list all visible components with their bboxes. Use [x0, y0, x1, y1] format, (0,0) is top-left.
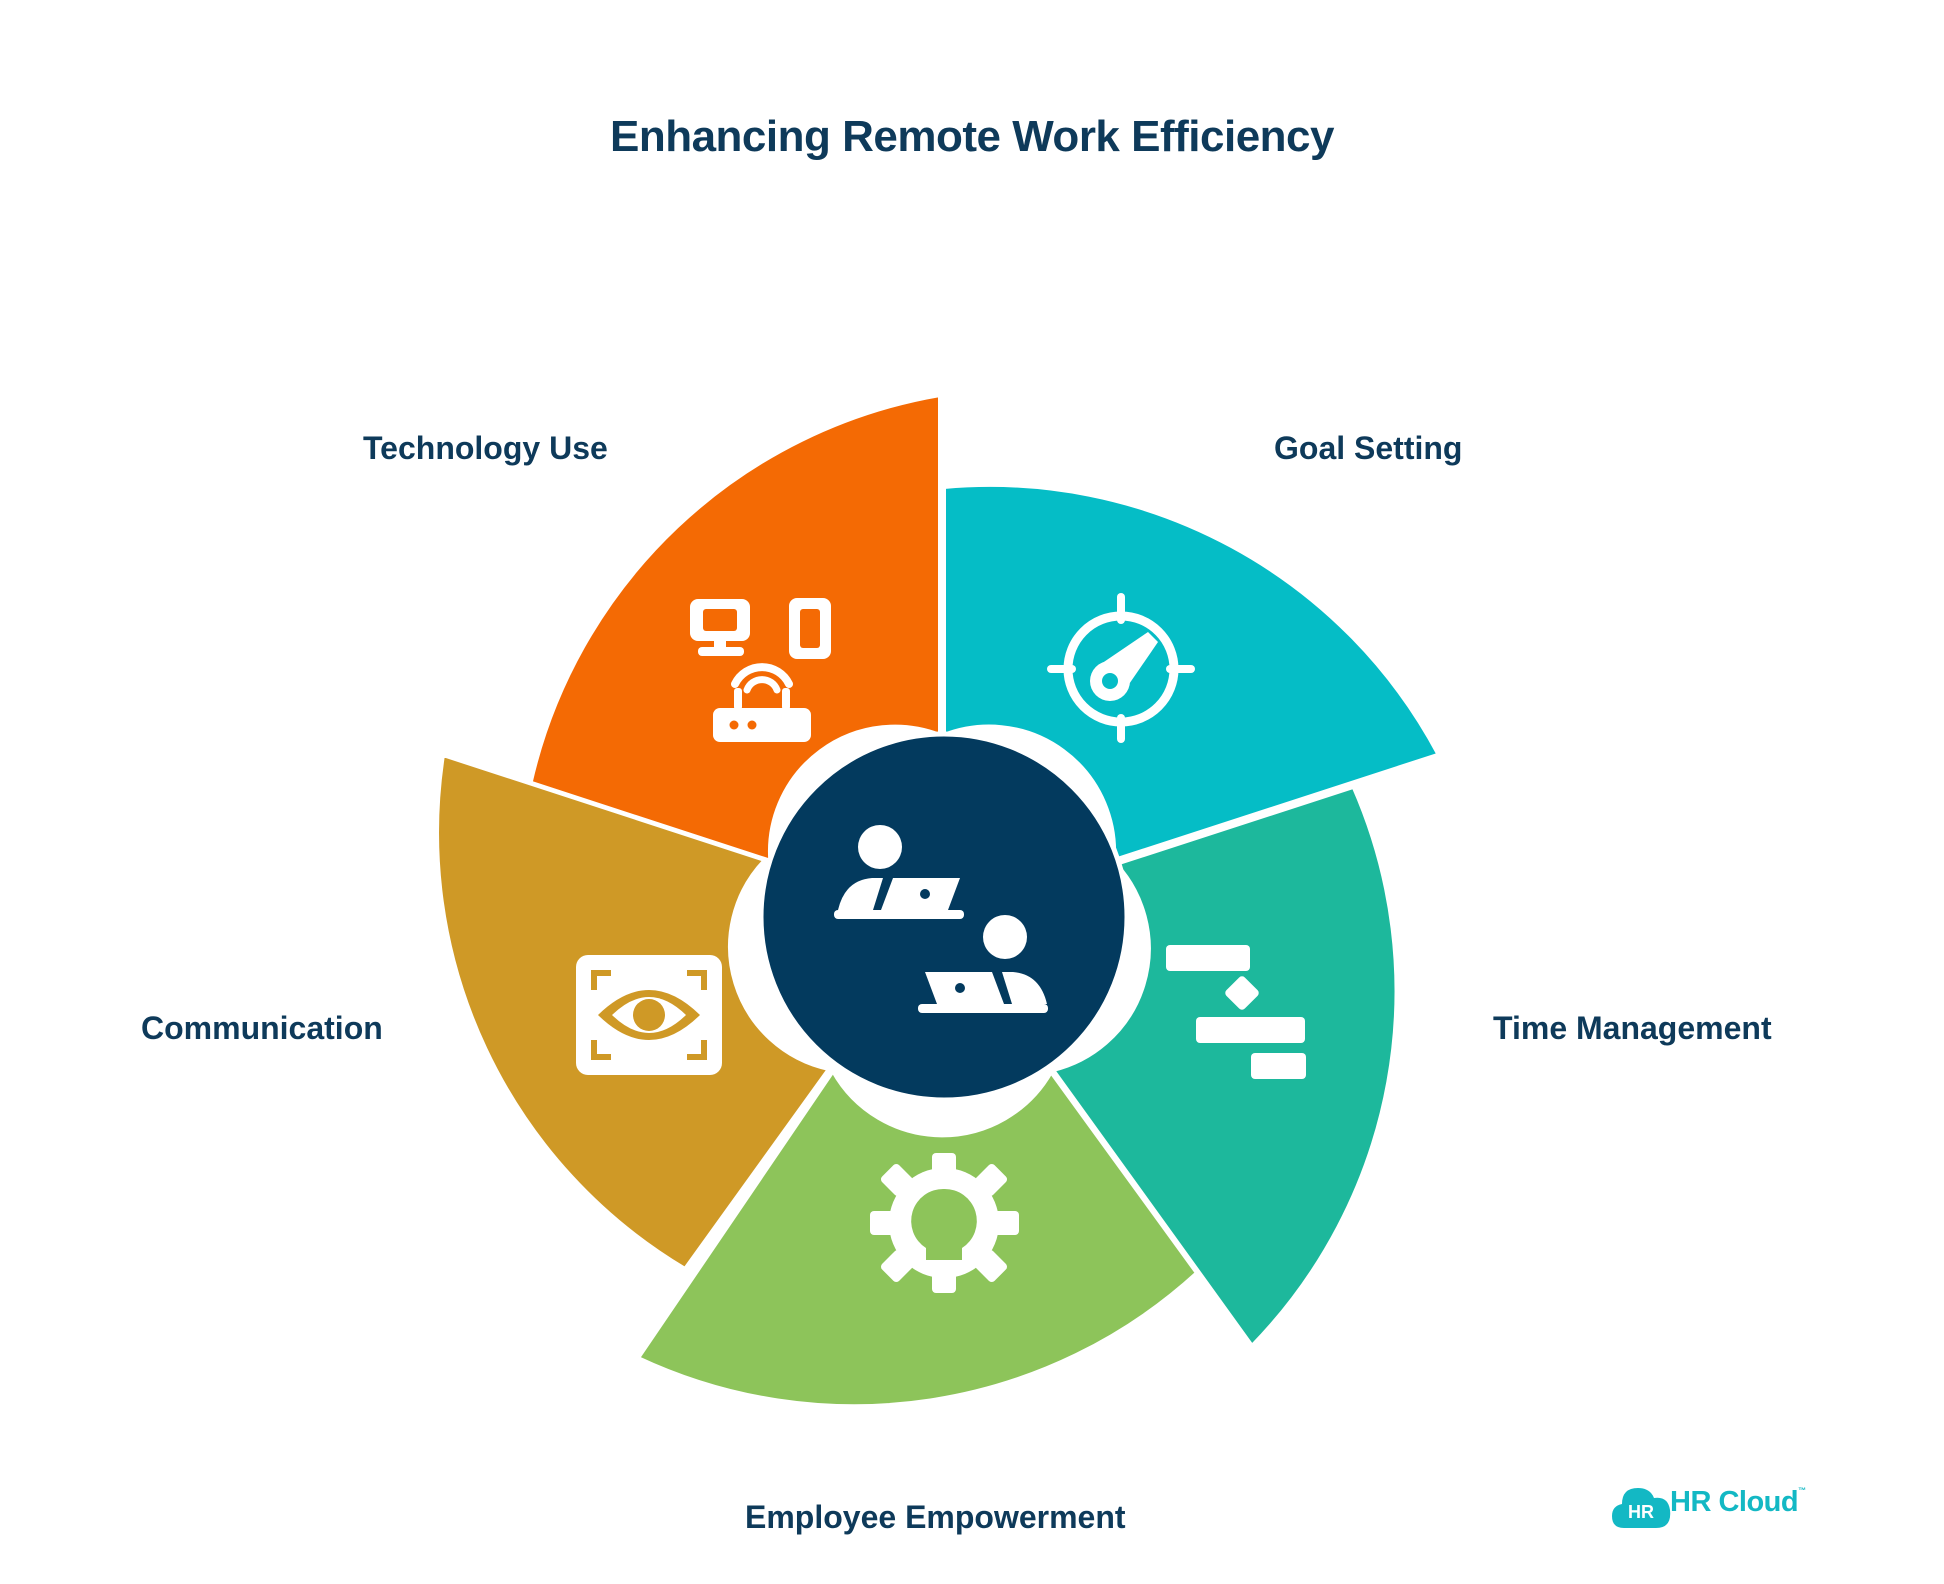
- label-communication: Communication: [141, 1010, 383, 1046]
- diagram-title: Enhancing Remote Work Efficiency: [609, 112, 1335, 161]
- label-technology-use: Technology Use: [363, 430, 608, 466]
- logo-badge-text: HR: [1628, 1502, 1654, 1522]
- target-gauge-icon: [1047, 593, 1195, 743]
- gantt-timeline-icon: [1166, 945, 1306, 1079]
- label-employee-empowerment: Employee Empowerment: [745, 1499, 1126, 1535]
- logo-text: HR Cloud™: [1670, 1486, 1806, 1519]
- remote-workers-laptops-icon: [834, 825, 1048, 1013]
- label-goal-setting: Goal Setting: [1274, 430, 1463, 466]
- label-time-management: Time Management: [1493, 1010, 1772, 1046]
- logo-trademark: ™: [1798, 1486, 1806, 1495]
- cloud-icon: [1612, 1488, 1671, 1528]
- eye-frame-icon: [576, 955, 722, 1075]
- logo-name: HR Cloud: [1670, 1486, 1799, 1518]
- segment-time-management: [1049, 784, 1399, 1350]
- hr-cloud-logo: HR: [1612, 1488, 1671, 1528]
- devices-router-icon: [690, 598, 831, 742]
- gear-lightbulb-icon: [870, 1153, 1019, 1293]
